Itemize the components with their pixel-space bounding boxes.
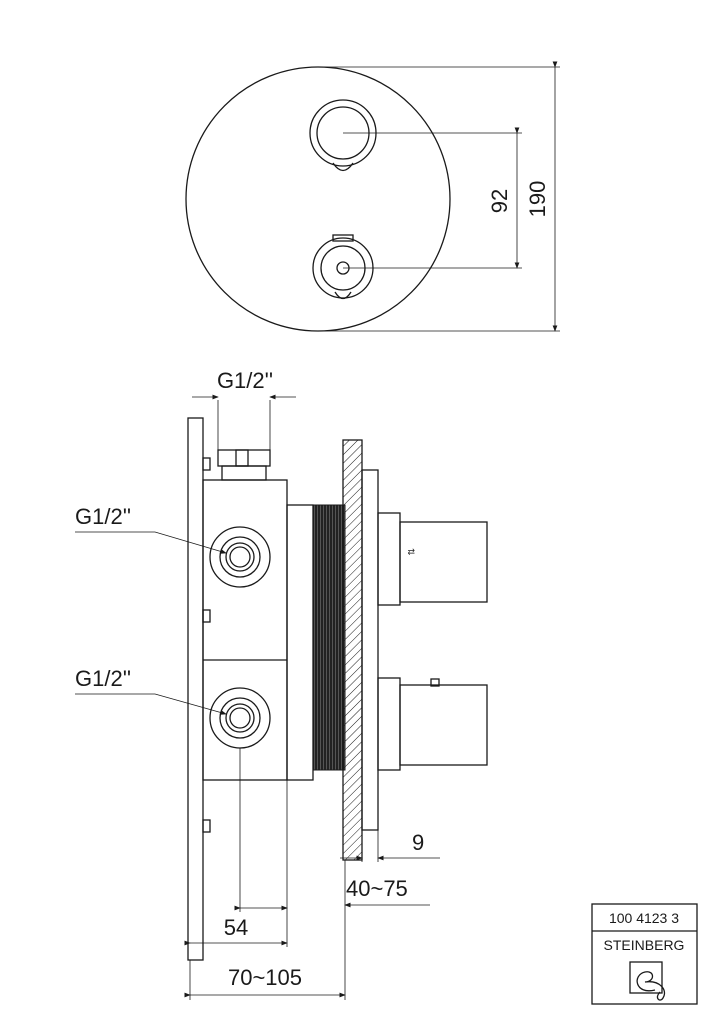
brand-logo-mark [636, 971, 666, 1001]
top-nut [217, 449, 271, 467]
article-number: 100 4123 3 [609, 910, 679, 926]
upper-knob [309, 99, 377, 172]
dim-plate-label: 9 [412, 830, 424, 855]
dim-depth-label: 70~105 [228, 965, 302, 990]
dim-diameter-label: 190 [525, 181, 550, 218]
threaded-sleeve [312, 504, 346, 771]
lower-connection-label: G1/2'' [75, 666, 131, 691]
cover-plate [361, 469, 379, 831]
dim-spacing-label: 92 [487, 189, 512, 213]
lower-handle [399, 684, 488, 766]
dim-port-label: 54 [224, 915, 248, 940]
front-view: 92 190 [185, 61, 560, 332]
brand-name: STEINBERG [604, 937, 685, 953]
title-block: 100 4123 3 STEINBERG [591, 903, 698, 1005]
upper-port [209, 526, 271, 588]
mounting-plate [187, 417, 204, 961]
top-connection-label: G1/2'' [217, 368, 273, 393]
cover-plate-outline [185, 66, 451, 332]
lower-port [209, 687, 271, 749]
wall-section [342, 439, 363, 861]
upper-handle [399, 521, 488, 603]
lower-knob [312, 234, 374, 300]
side-view: G1/2'' G1/2'' G1/2'' ⇅ 9 [75, 368, 488, 1000]
upper-connection-label: G1/2'' [75, 504, 131, 529]
svg-text:⇅: ⇅ [406, 548, 416, 556]
brand-logo [629, 961, 663, 994]
dim-wall-label: 40~75 [346, 876, 408, 901]
